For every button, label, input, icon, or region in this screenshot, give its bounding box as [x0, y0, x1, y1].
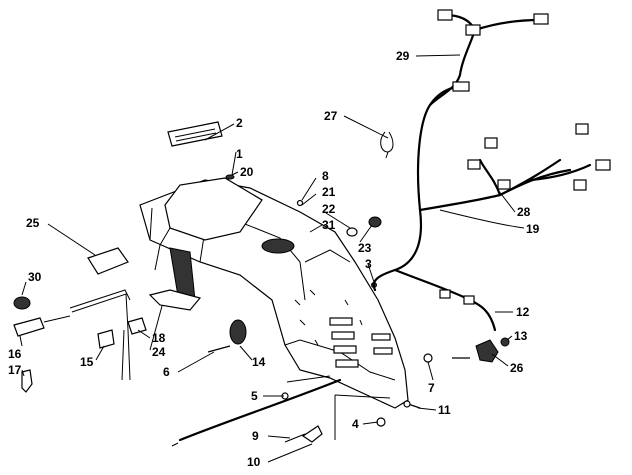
callout-16: 16 [8, 347, 22, 361]
wiring-harness [372, 9, 611, 332]
callout-7: 7 [428, 381, 435, 395]
callout-31: 31 [322, 218, 336, 232]
callout-28: 28 [517, 205, 531, 219]
lens-part-25 [87, 247, 129, 275]
callout-10: 10 [247, 455, 261, 469]
callout-27: 27 [324, 109, 338, 123]
leader-lines [19, 54, 525, 463]
callout-8: 8 [322, 169, 329, 183]
callout-4: 4 [352, 417, 359, 431]
callout-11: 11 [438, 403, 451, 417]
console-body [139, 177, 409, 447]
callout-29: 29 [396, 49, 410, 63]
callout-23: 23 [358, 241, 372, 255]
callout-labels: 1 2 3 4 5 6 7 8 9 10 11 12 13 14 15 16 1… [8, 49, 540, 469]
callout-9: 9 [252, 429, 259, 443]
callout-12: 12 [516, 305, 530, 319]
callout-14: 14 [252, 355, 266, 369]
ignition-parts [13, 289, 147, 393]
callout-30: 30 [28, 270, 42, 284]
callout-18: 18 [152, 331, 166, 345]
decal-part-2 [167, 121, 223, 147]
callout-25: 25 [26, 216, 40, 230]
callout-20: 20 [240, 165, 254, 179]
callout-3: 3 [365, 257, 372, 271]
callout-19: 19 [526, 222, 540, 236]
callout-6: 6 [163, 365, 170, 379]
callout-2: 2 [236, 116, 243, 130]
callout-13: 13 [514, 329, 528, 343]
callout-21: 21 [322, 185, 336, 199]
callout-22: 22 [322, 202, 336, 216]
callout-1: 1 [236, 147, 243, 161]
callout-15: 15 [80, 355, 94, 369]
callout-5: 5 [251, 389, 258, 403]
callout-17: 17 [8, 363, 22, 377]
callout-26: 26 [510, 361, 524, 375]
callout-24: 24 [152, 345, 166, 359]
